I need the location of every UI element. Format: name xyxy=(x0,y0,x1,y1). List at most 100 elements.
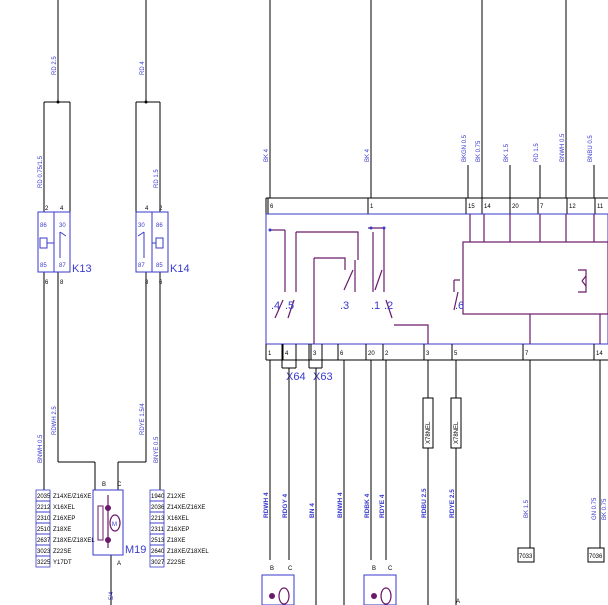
svg-text:.4: .4 xyxy=(271,300,280,312)
table-engine: Z16XEP xyxy=(53,516,75,522)
table-engine: Z18XE/Z18XEL xyxy=(167,549,209,555)
svg-text:7036: 7036 xyxy=(589,554,603,560)
table-code: 2036 xyxy=(151,505,165,511)
wire-label: RD 4 xyxy=(140,61,146,75)
table-code: 2640 xyxy=(151,549,165,555)
module-bottom-row xyxy=(265,344,608,361)
svg-text:B: B xyxy=(372,566,376,572)
svg-text:6: 6 xyxy=(45,280,49,286)
table-engine: Z12XE xyxy=(167,494,185,500)
connector-x63: X63 xyxy=(308,344,333,383)
table-code: 3225 xyxy=(37,560,51,566)
svg-text:RDWH 4: RDWH 4 xyxy=(263,492,270,518)
pin-label: 1 xyxy=(268,351,272,357)
table-cell xyxy=(149,555,165,568)
table-code: 2637 xyxy=(37,538,51,544)
table-code: 2212 xyxy=(37,505,51,511)
table-engine: Z14XE/Z16XE xyxy=(53,494,91,500)
wire-label: RDYE 1.5/4 xyxy=(140,403,146,435)
svg-text:85: 85 xyxy=(40,263,47,269)
svg-text:X78NEL: X78NEL xyxy=(426,421,432,444)
svg-text:4: 4 xyxy=(145,206,149,212)
svg-text:.1: .1 xyxy=(371,300,380,312)
table-engine: Y17DT xyxy=(53,560,72,566)
motor-label: M19 xyxy=(125,544,146,556)
svg-text:X78NEL: X78NEL xyxy=(454,421,460,444)
pin-label: 3 xyxy=(426,351,430,357)
svg-text:C: C xyxy=(117,482,122,488)
pin-label: 6 xyxy=(340,351,344,357)
relay-label: K13 xyxy=(72,263,92,275)
table-code: 3023 xyxy=(37,549,51,555)
wire-label: BNYE 0.5 xyxy=(154,436,160,463)
wire-label: BNWH 0.5 xyxy=(38,434,44,463)
table-code: 2310 xyxy=(37,516,51,522)
svg-text:BKGN 0.5: BKGN 0.5 xyxy=(462,134,468,162)
table-engine: Z18XE xyxy=(53,527,71,533)
table-engine: X16XEL xyxy=(53,505,76,511)
svg-text:8: 8 xyxy=(60,280,64,286)
pin-label: 3 xyxy=(313,351,317,357)
pin-label: 15 xyxy=(468,204,475,210)
relay-k14: 4 2 30 86 87 85 8 6 K14 xyxy=(135,206,190,286)
svg-text:C: C xyxy=(388,566,393,572)
svg-text:.3: .3 xyxy=(340,300,349,312)
wire-label: RDWH 2.5 xyxy=(52,406,58,435)
svg-text:RDYE 2.5: RDYE 2.5 xyxy=(449,489,456,518)
svg-text:87: 87 xyxy=(138,263,145,269)
pin-label: 11 xyxy=(597,204,604,210)
svg-text:7033: 7033 xyxy=(519,554,533,560)
lower-wiring: B C B C A xyxy=(261,360,601,605)
svg-text:4: 4 xyxy=(60,206,64,212)
svg-text:B: B xyxy=(270,566,274,572)
svg-text:85: 85 xyxy=(156,263,163,269)
table-code: 2213 xyxy=(151,516,165,522)
svg-text:RDGY 4: RDGY 4 xyxy=(282,494,289,518)
svg-text:87: 87 xyxy=(59,263,66,269)
left-wiring xyxy=(43,0,161,605)
table-engine: Z22SE xyxy=(53,549,71,555)
table-code: 1940 xyxy=(151,494,165,500)
svg-text:86: 86 xyxy=(40,223,47,229)
svg-text:2: 2 xyxy=(45,206,49,212)
pin-label: 12 xyxy=(569,204,576,210)
control-module xyxy=(265,213,608,345)
pin-label: 20 xyxy=(512,204,519,210)
pin-label: 7 xyxy=(525,351,529,357)
diode-1: X78NEL xyxy=(422,397,434,449)
connector-label: X64 xyxy=(286,371,306,383)
svg-text:.5: .5 xyxy=(285,300,294,312)
wire-label: RD 0.75/1.5 xyxy=(38,155,44,188)
svg-text:8: 8 xyxy=(145,280,149,286)
table-engine: X16XEL xyxy=(167,516,190,522)
svg-text:BNWH 4: BNWH 4 xyxy=(337,492,344,518)
connector-x64: X64 xyxy=(281,344,306,383)
svg-text:6: 6 xyxy=(159,280,163,286)
svg-text:RDYE 4: RDYE 4 xyxy=(379,494,386,518)
svg-text:BN 4: BN 4 xyxy=(309,503,316,518)
right-wiring xyxy=(265,0,608,214)
svg-text:M: M xyxy=(112,522,117,528)
svg-text:GN 0.75: GN 0.75 xyxy=(592,497,598,520)
left-wire-labels: RD 2.5 RD 4 RD 0.75/1.5 RD 1.5 BNWH 0.5 … xyxy=(38,56,160,463)
right-wire-labels-top: BK 4 BK 4 BKGN 0.5 BK 0.75 BK 1.5 RD 1.5… xyxy=(264,133,594,162)
motor-m19: M B C A M19 5/4 xyxy=(92,482,146,600)
table-engine: Z14XE/Z16XE xyxy=(167,505,205,511)
pin-label: 6 xyxy=(270,204,274,210)
table-engine: Z16XEP xyxy=(167,527,189,533)
pin-label: 7 xyxy=(540,204,544,210)
table-engine: Z18XE/Z18XEL xyxy=(53,538,95,544)
svg-text:C: C xyxy=(288,566,293,572)
table-engine: Z18XE xyxy=(167,538,185,544)
terminal-7033: 7033 xyxy=(517,547,535,563)
svg-text:BNBU 0.5: BNBU 0.5 xyxy=(588,135,594,162)
svg-text:30: 30 xyxy=(59,223,66,229)
svg-text:BK 4: BK 4 xyxy=(365,148,371,162)
table-cell xyxy=(35,555,51,568)
svg-text:A: A xyxy=(117,561,121,567)
pin-label: 20 xyxy=(368,351,375,357)
svg-text:BK 0.75: BK 0.75 xyxy=(476,140,482,162)
